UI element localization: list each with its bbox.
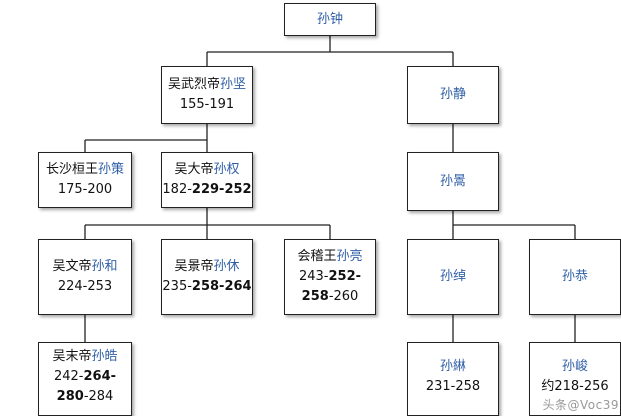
- reign-dates: 252-: [328, 269, 362, 284]
- person-name: 孙亮: [336, 249, 363, 264]
- node-sun-ce: 长沙桓王孙策 175-200: [38, 152, 132, 208]
- reign-dates: 258-264: [191, 279, 252, 294]
- node-sun-chuo: 孙绰: [407, 239, 499, 315]
- person-name: 孙绰: [439, 269, 466, 284]
- person-title: 吴文帝: [52, 259, 92, 274]
- person-name: 孙峻: [561, 359, 588, 374]
- person-title: 长沙桓王: [45, 162, 98, 177]
- watermark: 头条@Voc39: [542, 398, 619, 412]
- person-dates: 231-258: [425, 379, 481, 394]
- node-sun-hao: 吴末帝孙皓 242-264- 280-284: [38, 342, 132, 416]
- person-name: 孙綝: [439, 359, 466, 374]
- person-dates: 235-: [162, 279, 192, 294]
- person-dates: 155-191: [179, 97, 235, 112]
- person-name: 孙和: [91, 259, 118, 274]
- node-sun-quan: 吴大帝孙权 182-229-252: [161, 152, 253, 208]
- reign-dates: 229-252: [191, 182, 252, 197]
- person-name: 孙恭: [561, 269, 588, 284]
- person-dates: 242-: [53, 369, 84, 384]
- person-name: 孙坚: [220, 77, 247, 92]
- person-title: 吴末帝: [52, 349, 92, 364]
- node-sun-gong: 孙恭: [529, 239, 621, 315]
- person-title: 吴大帝: [174, 162, 214, 177]
- person-dates: -284: [83, 389, 114, 404]
- person-name: 孙休: [213, 259, 240, 274]
- reign-dates: 258: [301, 289, 329, 304]
- node-sun-xiu: 吴景帝孙休 235-258-264: [161, 239, 253, 315]
- person-name: 孙钟: [316, 11, 343, 27]
- node-sun-zhong: 孙钟: [284, 3, 376, 36]
- person-name: 孙静: [439, 87, 466, 102]
- node-sun-gao: 孙暠: [407, 152, 499, 211]
- person-title: 吴景帝: [174, 259, 214, 274]
- person-title: 吴武烈帝: [167, 77, 220, 92]
- person-dates: 约218-256: [541, 379, 609, 394]
- node-sun-he: 吴文帝孙和 224-253: [38, 239, 132, 315]
- person-dates: 243-: [298, 269, 329, 284]
- node-sun-liang: 会稽王孙亮 243-252- 258-260: [284, 239, 376, 315]
- person-name: 孙策: [98, 162, 125, 177]
- reign-dates: 280: [56, 389, 84, 404]
- person-name: 孙皓: [91, 349, 118, 364]
- person-dates: -260: [328, 289, 359, 304]
- person-title: 会稽王: [297, 249, 337, 264]
- reign-dates: 264-: [83, 369, 117, 384]
- person-dates: 175-200: [57, 182, 113, 197]
- person-name: 孙暠: [439, 173, 466, 189]
- person-dates: 182-: [162, 182, 192, 197]
- person-dates: 224-253: [57, 279, 113, 294]
- node-sun-jian: 吴武烈帝孙坚 155-191: [161, 66, 253, 124]
- node-sun-lin: 孙綝 231-258: [407, 342, 499, 416]
- person-name: 孙权: [213, 162, 240, 177]
- node-sun-jing: 孙静: [407, 66, 499, 124]
